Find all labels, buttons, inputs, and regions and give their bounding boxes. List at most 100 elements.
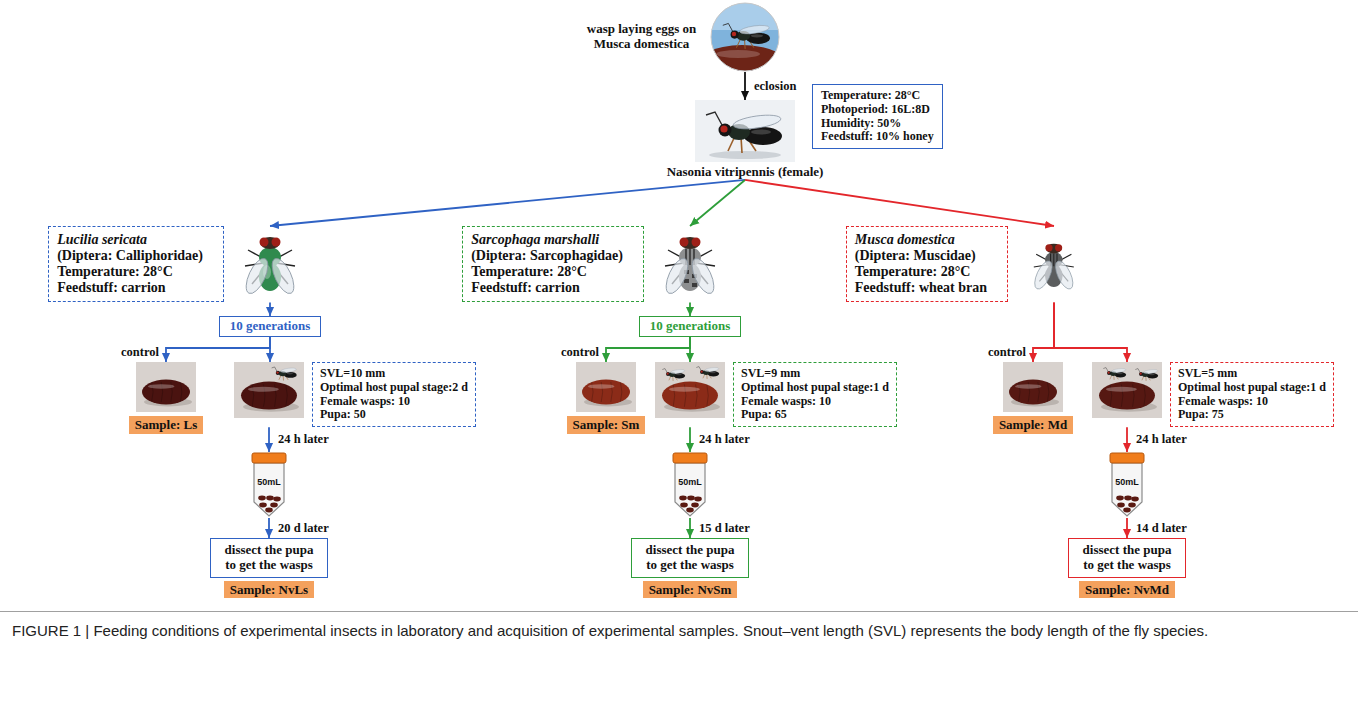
species-info: Feedstuff: carrion [57,280,203,296]
wasp [662,369,685,381]
parameter-line: Pupa: 75 [1178,408,1326,422]
pupa-shine [148,384,174,389]
tube-cap [1110,453,1144,463]
pupa-body [142,380,190,405]
photo-node: wasp laying eggs on Musca domestica [579,2,780,72]
dissection-box: dissect the pupa to get the waspsSample:… [210,538,328,598]
wasp-sheen [710,372,716,374]
tube-pupa [1116,496,1124,501]
caption-separator [0,611,1358,612]
species-info: Temperature: 28°C [855,264,987,280]
wasp-head [1139,372,1143,376]
pupa-body [241,382,297,410]
wasp-antenna [272,367,277,371]
wasp-wing [1111,368,1126,374]
wasp-abdomen [746,33,770,44]
condition-line: Temperature: 28°C [821,89,934,103]
fly-stripe [1053,253,1054,266]
edge-label: 24 h later [276,432,331,446]
tube-volume: 50mL [665,477,715,487]
control-pupa-node: Sample: Md [993,362,1073,434]
pupa-segment [180,382,182,402]
wasp-head [666,372,670,376]
edge-label: 15 d later [697,521,752,535]
edge-label: 14 d later [1134,521,1189,535]
control-pupa-node: Sample: Ls [129,362,203,434]
tube-pupa [270,503,278,508]
parasitized-pupa-node: SVL=10 mmOptimal host pupal stage:2 dFem… [234,362,476,427]
species-info: Temperature: 28°C [471,264,623,280]
wasp-wing [280,367,296,373]
edge-label: control [119,345,161,359]
photo-ground [695,100,795,162]
fly-wing [662,255,693,296]
sample-label: Sample: NvMd [1079,581,1175,599]
species-info: Temperature: 28°C [57,264,203,280]
wasp [723,23,770,48]
fly-species-box: Lucilia sericata(Diptera: Calliphoridae)… [48,226,306,302]
wasp-head [731,31,739,39]
parameter-line: SVL=9 mm [741,367,889,381]
edge-label: 20 d later [276,521,331,535]
wasp-wing [1143,369,1158,375]
pupa-segment [707,384,709,406]
species-info: Musca domestica [855,232,987,248]
wasp-antenna [696,367,701,371]
sample-label: Sample: NvLs [224,581,314,599]
wasp-node: Nasonia vitripennis (female) [667,100,824,180]
edge-label: 24 h later [697,432,752,446]
tube-body [675,463,705,516]
wasp-head [276,371,280,375]
species-info: Lucilia sericata [57,232,203,248]
wasp-abdomen [744,127,782,145]
wasp [272,367,297,381]
tube-pupa [1131,497,1139,502]
step-text: dissect the pupa to get the wasps [219,543,319,573]
tube-volume: 50mL [244,477,294,487]
parameter-line: Female wasps: 10 [320,395,468,409]
tube-pupa [1123,508,1131,513]
fly-eye [1055,244,1062,251]
pupa-body [662,382,718,410]
photo-ground [234,362,304,418]
fly-eye [680,238,689,247]
parameter-line: Female wasps: 10 [741,395,889,409]
pupa-shine [1106,387,1137,392]
fly-wing [1052,259,1076,292]
sample-label: Sample: Ls [129,416,203,434]
connector-arrow [166,337,270,362]
tube-pupa [265,508,273,513]
parameter-line: Pupa: 65 [741,408,889,422]
photo-ground [1092,362,1162,418]
step-text: dissect the pupa to get the wasps [1077,543,1177,573]
wasp-wing [670,369,685,375]
wasp-head [719,124,732,137]
photo-ring [711,3,779,71]
tube-node: 50mL [1102,452,1152,518]
wasp-antenna [662,369,667,373]
wasp-eye [732,32,736,36]
wasp-wing [739,24,770,36]
wasp-sheen [676,374,682,376]
tube-cap [673,453,707,463]
photo [710,2,780,72]
parameter-line: SVL=10 mm [320,367,468,381]
wasp-eye [667,373,669,375]
host-pupa [710,45,780,72]
connector-arrow [690,180,745,226]
wasp-eye [1108,372,1110,374]
generation-label: 10 generations [650,319,731,334]
fly-stripe [689,249,690,265]
connector-arrow [689,337,691,362]
photo-ground [655,362,725,418]
species-info: (Diptera: Sarcophagidae) [471,248,623,264]
wasp-head [1107,371,1111,375]
edge-label: 24 h later [1134,432,1189,446]
species-info: (Diptera: Muscidae) [855,248,987,264]
dissection-box: dissect the pupa to get the waspsSample:… [1068,538,1186,598]
parameter-line: Pupa: 50 [320,408,468,422]
fly-eye [1045,244,1052,251]
